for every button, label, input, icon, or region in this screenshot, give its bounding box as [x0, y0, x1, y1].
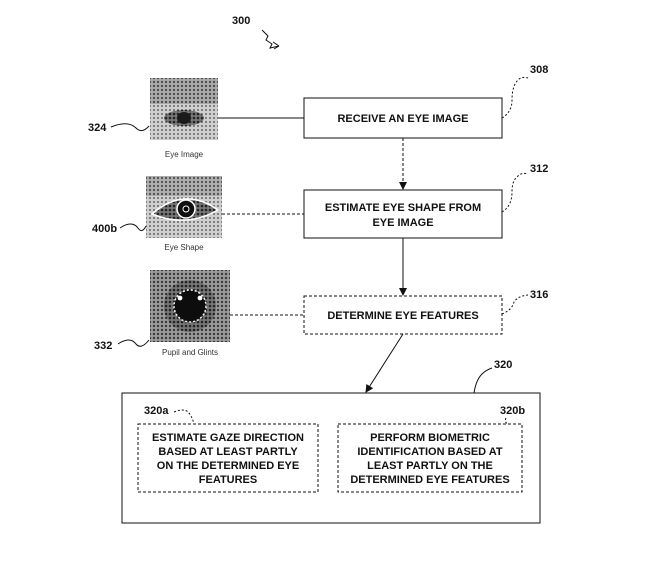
step-receive-leader — [501, 76, 529, 119]
eye-image-leader — [110, 123, 150, 132]
outcome-biometric-line1: PERFORM BIOMETRIC — [370, 432, 490, 444]
outcomes-leader — [473, 367, 493, 394]
outcome-biometric-line3: LEAST PARTLY ON THE — [367, 460, 493, 472]
outcome-biometric-line4: DETERMINED EYE FEATURES — [350, 474, 509, 486]
outcome-estimate-gaze-ref: 320a — [144, 405, 169, 417]
step-estimate-eye-shape: ESTIMATE EYE SHAPE FROM EYE IMAGE — [303, 189, 503, 239]
step-estimate-eye-shape-line2: EYE IMAGE — [372, 217, 433, 229]
outcome-estimate-gaze-line2: BASED AT LEAST PARTLY — [158, 446, 298, 458]
step-receive-ref: 308 — [530, 64, 548, 76]
pupil-glints-ref: 332 — [94, 340, 112, 352]
outcome-biometric-ref: 320b — [500, 405, 525, 417]
eye-shape-caption: Eye Shape — [164, 243, 204, 252]
eye-shape-leader — [119, 223, 147, 232]
step-determine-leader — [501, 294, 529, 315]
outcome-estimate-gaze-line1: ESTIMATE GAZE DIRECTION — [152, 432, 304, 444]
outcome-biometric-leader — [504, 417, 509, 425]
figure-ref: 300 — [232, 15, 250, 27]
figure-ref-leader — [261, 29, 280, 49]
step-receive-eye-image-label: RECEIVE AN EYE IMAGE — [337, 113, 468, 125]
step-determine-eye-features-label: DETERMINE EYE FEATURES — [327, 310, 478, 322]
eye-shape-ref: 400b — [92, 223, 117, 235]
step-determine-ref: 316 — [530, 289, 548, 301]
outcome-estimate-gaze: ESTIMATE GAZE DIRECTION BASED AT LEAST P… — [137, 423, 319, 493]
pupil-glints-caption: Pupil and Glints — [162, 348, 218, 357]
outcome-estimate-gaze-line3: ON THE DETERMINED EYE — [157, 460, 299, 472]
step-determine-eye-features: DETERMINE EYE FEATURES — [303, 295, 503, 335]
outcome-estimate-gaze-leader — [173, 409, 195, 425]
eye-image-ref: 324 — [88, 122, 107, 134]
eye-image-caption: Eye Image — [165, 150, 204, 159]
eye-image-thumbnail — [150, 78, 218, 140]
pupil-glints-thumbnail — [150, 270, 230, 342]
figure-ref-arrow — [272, 41, 280, 50]
outcome-estimate-gaze-line4: FEATURES — [199, 474, 257, 486]
outcome-biometric-line2: IDENTIFICATION BASED AT — [357, 446, 503, 458]
arrow-step3-to-outcomes — [365, 333, 404, 393]
step-receive-eye-image: RECEIVE AN EYE IMAGE — [303, 97, 503, 139]
step-estimate-eye-shape-line1: ESTIMATE EYE SHAPE FROM — [325, 202, 481, 214]
pupil-glints-leader — [117, 339, 150, 347]
step-estimate-leader — [501, 172, 529, 213]
step-estimate-ref: 312 — [530, 163, 548, 175]
outcome-biometric-identification: PERFORM BIOMETRIC IDENTIFICATION BASED A… — [337, 423, 523, 493]
outcomes-ref: 320 — [494, 359, 512, 371]
eye-shape-thumbnail — [146, 176, 222, 238]
